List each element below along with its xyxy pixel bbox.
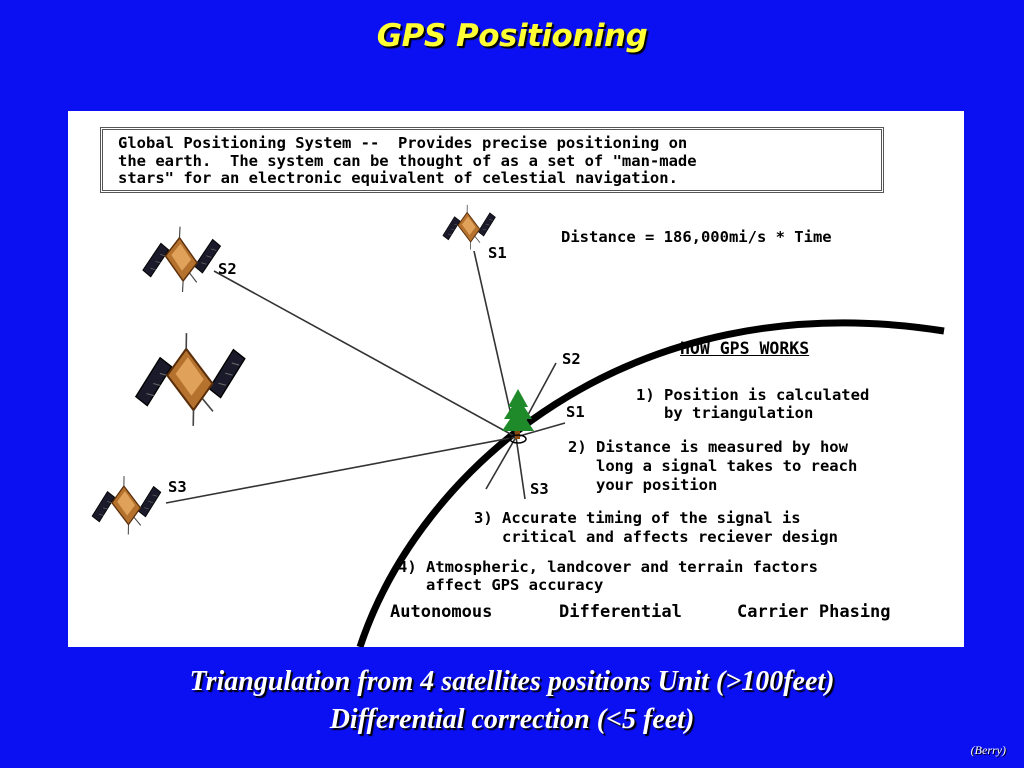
- intro-line: stars" for an electronic equivalent of c…: [118, 169, 678, 187]
- satellite-icon-large: [119, 313, 263, 445]
- point-4: 4) Atmospheric, landcover and terrain fa…: [398, 558, 818, 594]
- point-4-line-1: 4) Atmospheric, landcover and terrain fa…: [398, 558, 818, 576]
- intro-line: the earth. The system can be thought of …: [118, 151, 697, 170]
- intro-line: Global Positioning System -- Provides pr…: [118, 134, 688, 152]
- point-2-line-1: 2) Distance is measured by how: [568, 438, 848, 456]
- diagram-graphics: [82, 195, 945, 647]
- point-3-line-1: 3) Accurate timing of the signal is: [474, 509, 801, 527]
- source-credit: (Berry): [970, 743, 1006, 757]
- point-3: 3) Accurate timing of the signal is crit…: [474, 509, 838, 547]
- point-1: 1) Position is calculated by triangulati…: [636, 386, 870, 422]
- point-1-line-1: 1) Position is calculated: [636, 386, 870, 404]
- satellite-label-s2: S2: [218, 260, 237, 278]
- method-carrier-phasing: Carrier Phasing: [737, 602, 891, 622]
- receiver-label-s3: S3: [530, 480, 549, 498]
- credit-name: Berry: [974, 743, 1002, 757]
- point-2: 2) Distance is measured by how long a si…: [568, 438, 857, 495]
- point-1-line-2: by triangulation: [636, 403, 814, 422]
- point-2-line-3: your position: [568, 476, 718, 494]
- satellite-icon-s3: [82, 463, 172, 547]
- satellite-label-s3: S3: [168, 478, 187, 496]
- point-2-line-2: long a signal takes to reach: [568, 457, 858, 475]
- point-4-line-2: affect GPS accuracy: [398, 575, 604, 594]
- satellite-label-s1: S1: [488, 244, 507, 262]
- caption-line-1: Triangulation from 4 satellites position…: [189, 666, 835, 697]
- method-differential: Differential: [559, 602, 682, 622]
- tree-icon: [502, 389, 534, 444]
- receiver-label-s2: S2: [562, 350, 581, 368]
- how-gps-works-heading: HOW GPS WORKS: [680, 339, 810, 358]
- method-autonomous: Autonomous: [390, 602, 493, 622]
- gps-diagram-panel: Global Positioning System -- Provides pr…: [68, 111, 964, 647]
- point-3-line-2: critical and affects reciever design: [474, 528, 838, 546]
- receiver-label-s1: S1: [566, 403, 585, 421]
- intro-text-box: Global Positioning System -- Provides pr…: [100, 127, 884, 193]
- satellite-icon-s2: [132, 213, 232, 305]
- slide-title: GPS Positioning: [376, 18, 648, 54]
- caption-line-2: Differential correction (<5 feet): [329, 704, 695, 735]
- earth-horizon: [356, 319, 945, 647]
- distance-formula: Distance = 186,000mi/s * Time: [561, 228, 832, 246]
